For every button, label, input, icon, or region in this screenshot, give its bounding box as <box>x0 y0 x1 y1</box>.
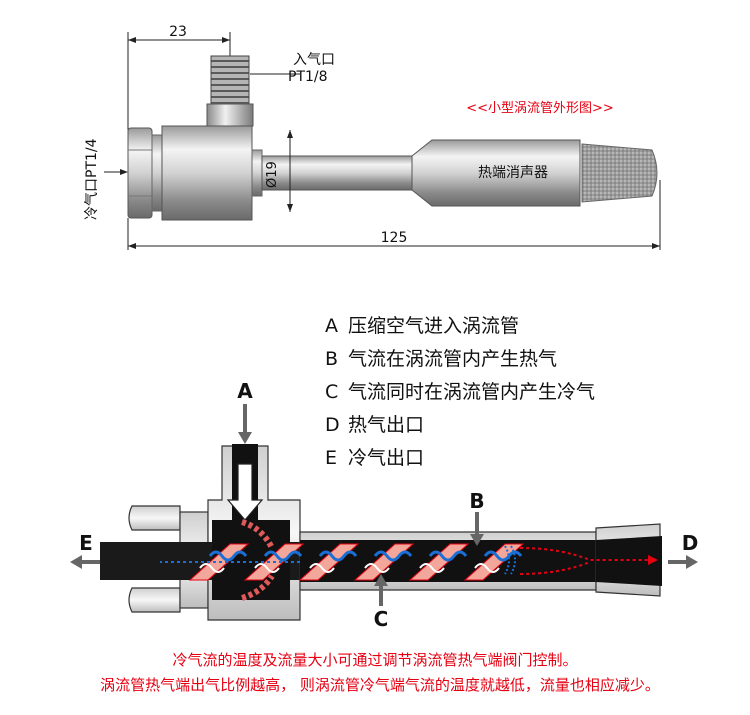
legend: A 压缩空气进入涡流管 B 气流在涡流管内产生热气 C 气流同时在涡流管内产生冷气 D 热气出… <box>325 315 595 469</box>
swirl-ribbon <box>463 543 525 581</box>
swirl-highlight <box>309 563 335 573</box>
cold-core-swirl <box>208 550 248 562</box>
hot-end-housing <box>411 139 581 207</box>
inlet-flow-arrow <box>226 463 264 521</box>
hot-tube <box>261 155 413 191</box>
label-a: A <box>237 379 253 403</box>
dim-length-label: 125 <box>381 230 408 246</box>
section-diagram: A B C D E <box>70 379 698 631</box>
note-line-2: 涡流管热气端出气比例越高， 则涡流管冷气端气流的温度就越低，流量也相应减少。 <box>100 676 660 694</box>
outline-drawing: 23 入气口 PT1/8 <<小型涡流管外形图>> Ø19 热端消声 <box>84 24 661 250</box>
cold-end-hex-nut <box>127 127 153 219</box>
hot-end-label: 热端消声器 <box>478 165 548 181</box>
inlet-thread-label: PT1/8 <box>288 69 328 85</box>
cold-core-swirl <box>483 550 523 562</box>
legend-text-c: 气流同时在涡流管内产生冷气 <box>348 381 595 403</box>
drawing-title: <<小型涡流管外形图>> <box>466 101 614 116</box>
hot-end-muffler <box>581 143 658 203</box>
hot-flow-path <box>504 545 658 575</box>
swirl-highlight <box>474 563 500 573</box>
label-c: C <box>374 607 389 631</box>
label-e: E <box>79 531 93 555</box>
swirl-highlight <box>364 563 390 573</box>
tube-body <box>161 125 253 221</box>
legend-key-d: D <box>325 414 340 436</box>
cold-core-swirl <box>263 550 303 562</box>
swirl-highlight <box>419 563 445 573</box>
inlet-nipple <box>210 55 250 109</box>
legend-key-c: C <box>325 381 338 403</box>
label-b: B <box>469 489 484 513</box>
swirl-highlight <box>254 563 280 573</box>
legend-key-e: E <box>325 447 337 469</box>
swirl-ribbon <box>298 543 360 581</box>
legend-text-a: 压缩空气进入涡流管 <box>348 315 519 337</box>
legend-key-a: A <box>325 315 338 337</box>
label-d: D <box>682 531 699 555</box>
note-line-1: 冷气流的温度及流量大小可通过调节涡流管热气端阀门控制。 <box>172 651 577 669</box>
inlet-boss <box>206 103 254 127</box>
cold-core-swirl <box>428 550 468 562</box>
dim-width-label: 23 <box>169 24 187 40</box>
diameter-label: Ø19 <box>265 161 280 188</box>
swirl-ribbon <box>353 543 415 581</box>
legend-text-b: 气流在涡流管内产生热气 <box>348 348 557 370</box>
inlet-label: 入气口 <box>293 52 335 68</box>
cold-core-swirl <box>373 550 413 562</box>
cold-core-swirl <box>318 550 358 562</box>
legend-text-d: 热气出口 <box>348 414 424 436</box>
cold-outlet-label: 冷气口PT1/4 <box>84 138 100 220</box>
swirl-ribbon <box>408 543 470 581</box>
swirl-highlight <box>199 563 225 573</box>
legend-text-e: 冷气出口 <box>348 447 424 469</box>
legend-key-b: B <box>325 348 338 370</box>
